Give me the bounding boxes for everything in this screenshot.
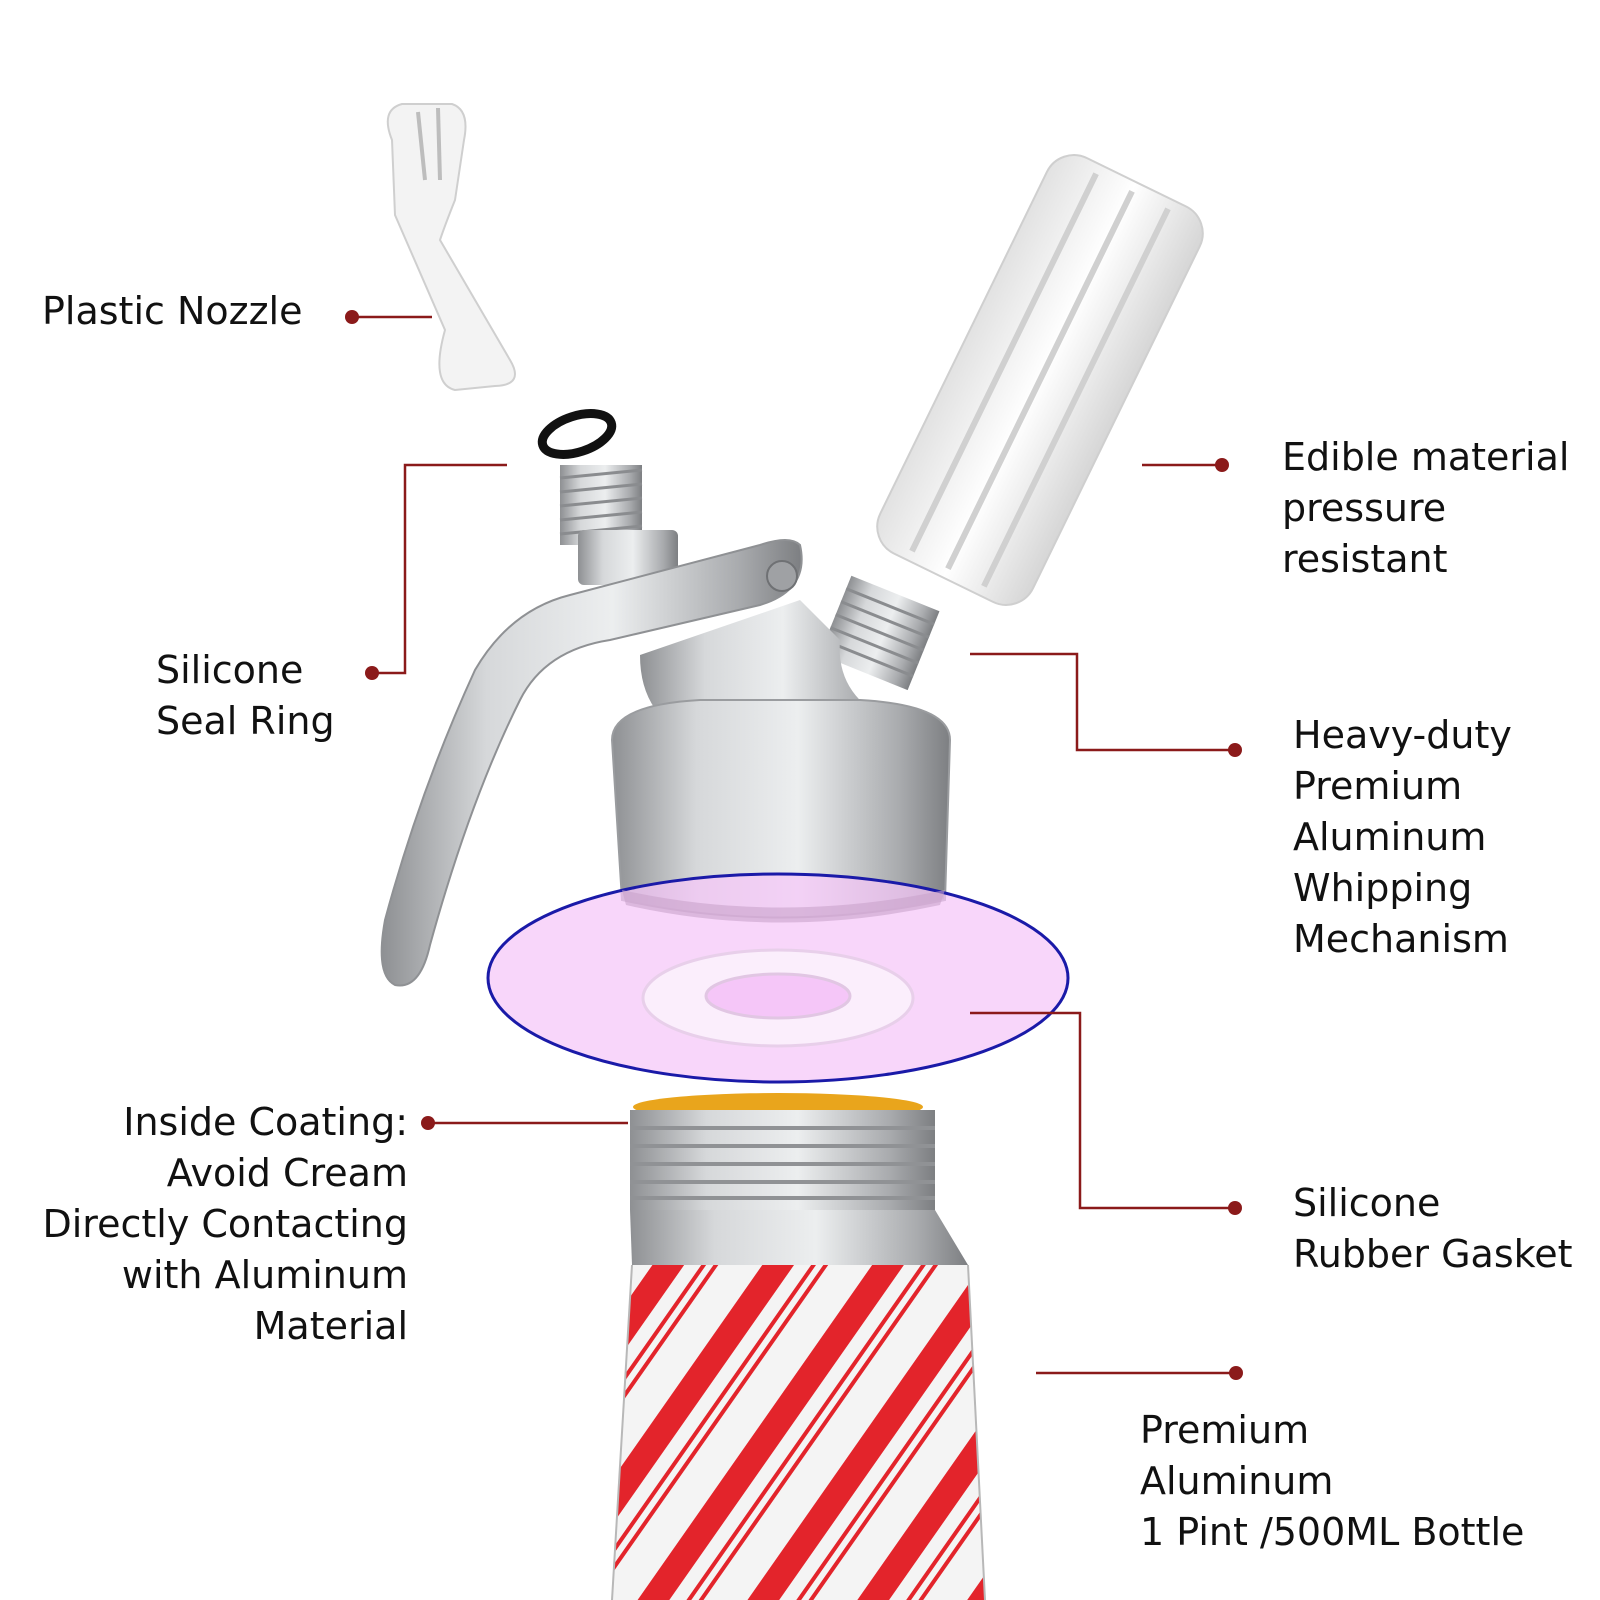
dot-mechanism [1228,743,1242,757]
label-line: Plastic Nozzle [42,286,303,337]
dispensing-stem [560,465,678,585]
rubber-gasket [643,950,913,1046]
label-line: 1 Pint /500ML Bottle [1140,1507,1524,1558]
label-line: resistant [1282,534,1569,585]
label-seal-ring: Silicone Seal Ring [156,645,335,747]
silicone-seal-ring [537,406,617,462]
label-line: Seal Ring [156,696,335,747]
label-line: Edible material [1282,432,1569,483]
label-coating: Inside Coating: Avoid Cream Directly Con… [42,1097,408,1352]
label-line: Whipping [1293,863,1512,914]
label-line: Heavy-duty [1293,710,1512,761]
plastic-nozzle [388,104,515,390]
dot-bottle [1229,1366,1243,1380]
label-line: Premium [1293,761,1512,812]
edible-tube [867,145,1213,615]
bottle-neck [630,1093,968,1265]
leader-mechanism [970,654,1235,750]
label-edible: Edible material pressure resistant [1282,432,1569,585]
bottle-body [600,1265,1000,1600]
lever-pivot [767,561,797,591]
label-line: Avoid Cream [42,1148,408,1199]
label-line: Directly Contacting [42,1199,408,1250]
dot-seal-ring [365,666,379,680]
dot-edible [1215,458,1229,472]
label-line: Silicone [1293,1178,1573,1229]
dot-gasket [1228,1201,1242,1215]
leader-gasket [970,1013,1235,1208]
label-line: Inside Coating: [42,1097,408,1148]
label-mechanism: Heavy-duty Premium Aluminum Whipping Mec… [1293,710,1512,965]
label-line: Silicone [156,645,335,696]
label-line: Material [42,1301,408,1352]
label-gasket: Silicone Rubber Gasket [1293,1178,1573,1280]
dot-coating [421,1116,435,1130]
label-line: Aluminum [1293,812,1512,863]
dot-nozzle [345,310,359,324]
label-line: Rubber Gasket [1293,1229,1573,1280]
label-line: pressure [1282,483,1569,534]
label-line: Aluminum [1140,1456,1524,1507]
label-plastic-nozzle: Plastic Nozzle [42,286,303,337]
leader-seal-ring [372,465,507,673]
label-line: with Aluminum [42,1250,408,1301]
label-bottle: Premium Aluminum 1 Pint /500ML Bottle [1140,1405,1524,1558]
label-line: Premium [1140,1405,1524,1456]
label-line: Mechanism [1293,914,1512,965]
